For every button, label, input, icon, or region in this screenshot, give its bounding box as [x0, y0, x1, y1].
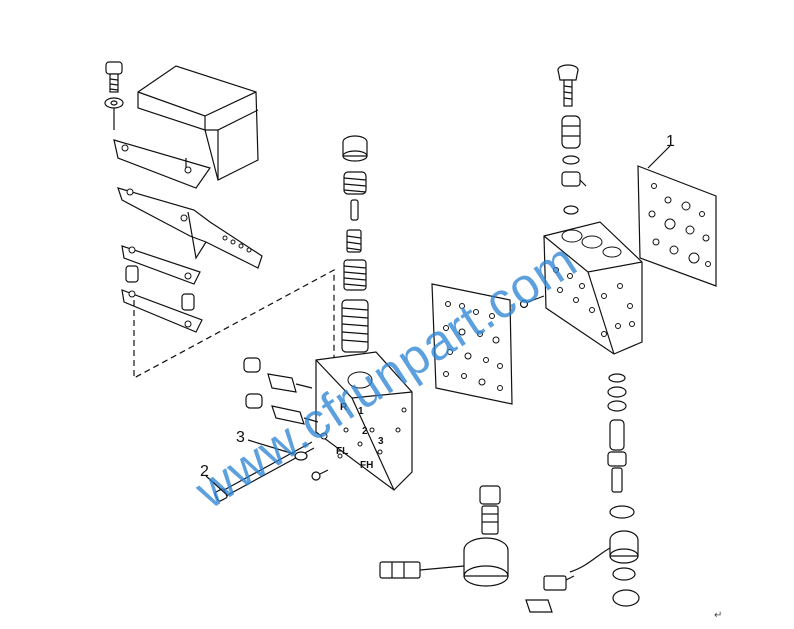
spring-upper	[343, 171, 367, 195]
assembly-guide-dashed	[133, 268, 335, 380]
cap-screw-top	[557, 64, 579, 107]
marking-r: R	[340, 402, 348, 413]
connector-bottom	[379, 561, 421, 579]
valve-body-assembly: R 1 2 3 FL FH	[214, 135, 413, 502]
main-spring	[343, 259, 367, 291]
valve-cartridge	[561, 115, 581, 149]
spacer-plate	[121, 245, 201, 285]
o-ring-a	[562, 155, 580, 165]
relief-valve-stack	[557, 64, 587, 215]
valve-body: R 1 2 3 FL FH	[315, 351, 413, 491]
pin	[350, 199, 359, 221]
bolt	[105, 61, 123, 93]
plug-cap	[342, 135, 368, 162]
connector-right	[543, 575, 575, 591]
marking-3: 3	[378, 436, 384, 447]
return-mark: ↵	[714, 610, 722, 621]
callout-3: 3	[236, 429, 295, 455]
gasket-right	[637, 165, 717, 287]
gasket-middle	[431, 283, 513, 405]
small-washer	[294, 451, 308, 461]
base-plate	[121, 289, 203, 333]
block-screw	[519, 295, 545, 309]
o-ring-b	[563, 205, 579, 215]
svg-text:3: 3	[236, 429, 245, 446]
callout-2: 2	[200, 463, 227, 495]
callout-1: 1	[647, 133, 675, 169]
svg-text:1: 1	[666, 133, 675, 150]
svg-text:2: 2	[200, 463, 209, 480]
cover-assembly	[104, 61, 335, 380]
coil-bottom	[463, 537, 509, 587]
spool-spring	[341, 299, 369, 353]
cover	[137, 65, 259, 181]
marking-2: 2	[362, 426, 368, 437]
coil-right	[609, 530, 639, 564]
small-spring	[346, 229, 362, 253]
adjuster-nut	[561, 171, 587, 187]
marking-fh: FH	[360, 460, 373, 471]
solenoid-valve-bottom	[379, 485, 509, 587]
solenoid-valve-right	[525, 373, 640, 613]
rubber-mounts	[125, 265, 195, 311]
control-valve-block	[519, 221, 643, 355]
marking-1: 1	[358, 406, 364, 417]
marking-fl: FL	[336, 446, 348, 457]
bracket-plate-upper	[113, 139, 211, 189]
solenoid-plugs	[243, 357, 319, 425]
small-screw	[311, 469, 329, 481]
mounting-bracket	[117, 187, 263, 269]
